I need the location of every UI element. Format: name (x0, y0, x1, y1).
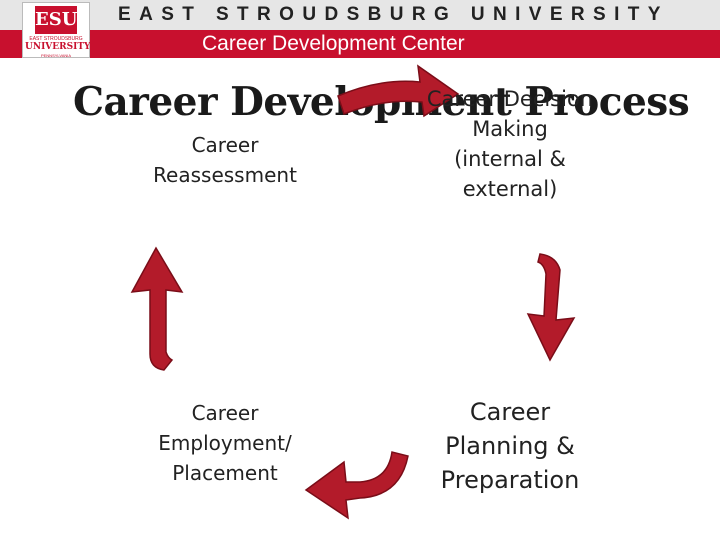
arrow-reassessment-to-decision (337, 64, 460, 118)
node-career-planning: Career Planning & Preparation (440, 398, 580, 494)
arrow-planning-to-employment (304, 451, 409, 520)
node-career-employment: Career Employment/ Placement (158, 401, 292, 485)
banner-bottom-strip (0, 30, 720, 58)
banner-top-strip (0, 0, 720, 30)
university-name: EAST STROUDSBURG UNIVERSITY (118, 4, 669, 25)
header-banner: ESU EAST STROUDSBURG UNIVERSITY PENNSYLV… (0, 0, 720, 62)
node-career-reassessment: Career Reassessment (153, 133, 297, 187)
esu-logo-line1: EAST STROUDSBURG (29, 36, 83, 42)
esu-logo: ESU EAST STROUDSBURG UNIVERSITY PENNSYLV… (22, 2, 90, 58)
esu-logo-mark: ESU (35, 6, 77, 34)
arrow-decision-to-planning (526, 253, 576, 362)
esu-logo-line2: UNIVERSITY (25, 42, 91, 52)
center-name: Career Development Center (202, 32, 465, 55)
node-career-decision-making: Career Decision Making (internal & exter… (426, 87, 594, 201)
esu-logo-line3: PENNSYLVANIA (40, 53, 72, 58)
arrow-employment-to-reassessment (130, 246, 184, 371)
banner-rule (0, 58, 720, 62)
